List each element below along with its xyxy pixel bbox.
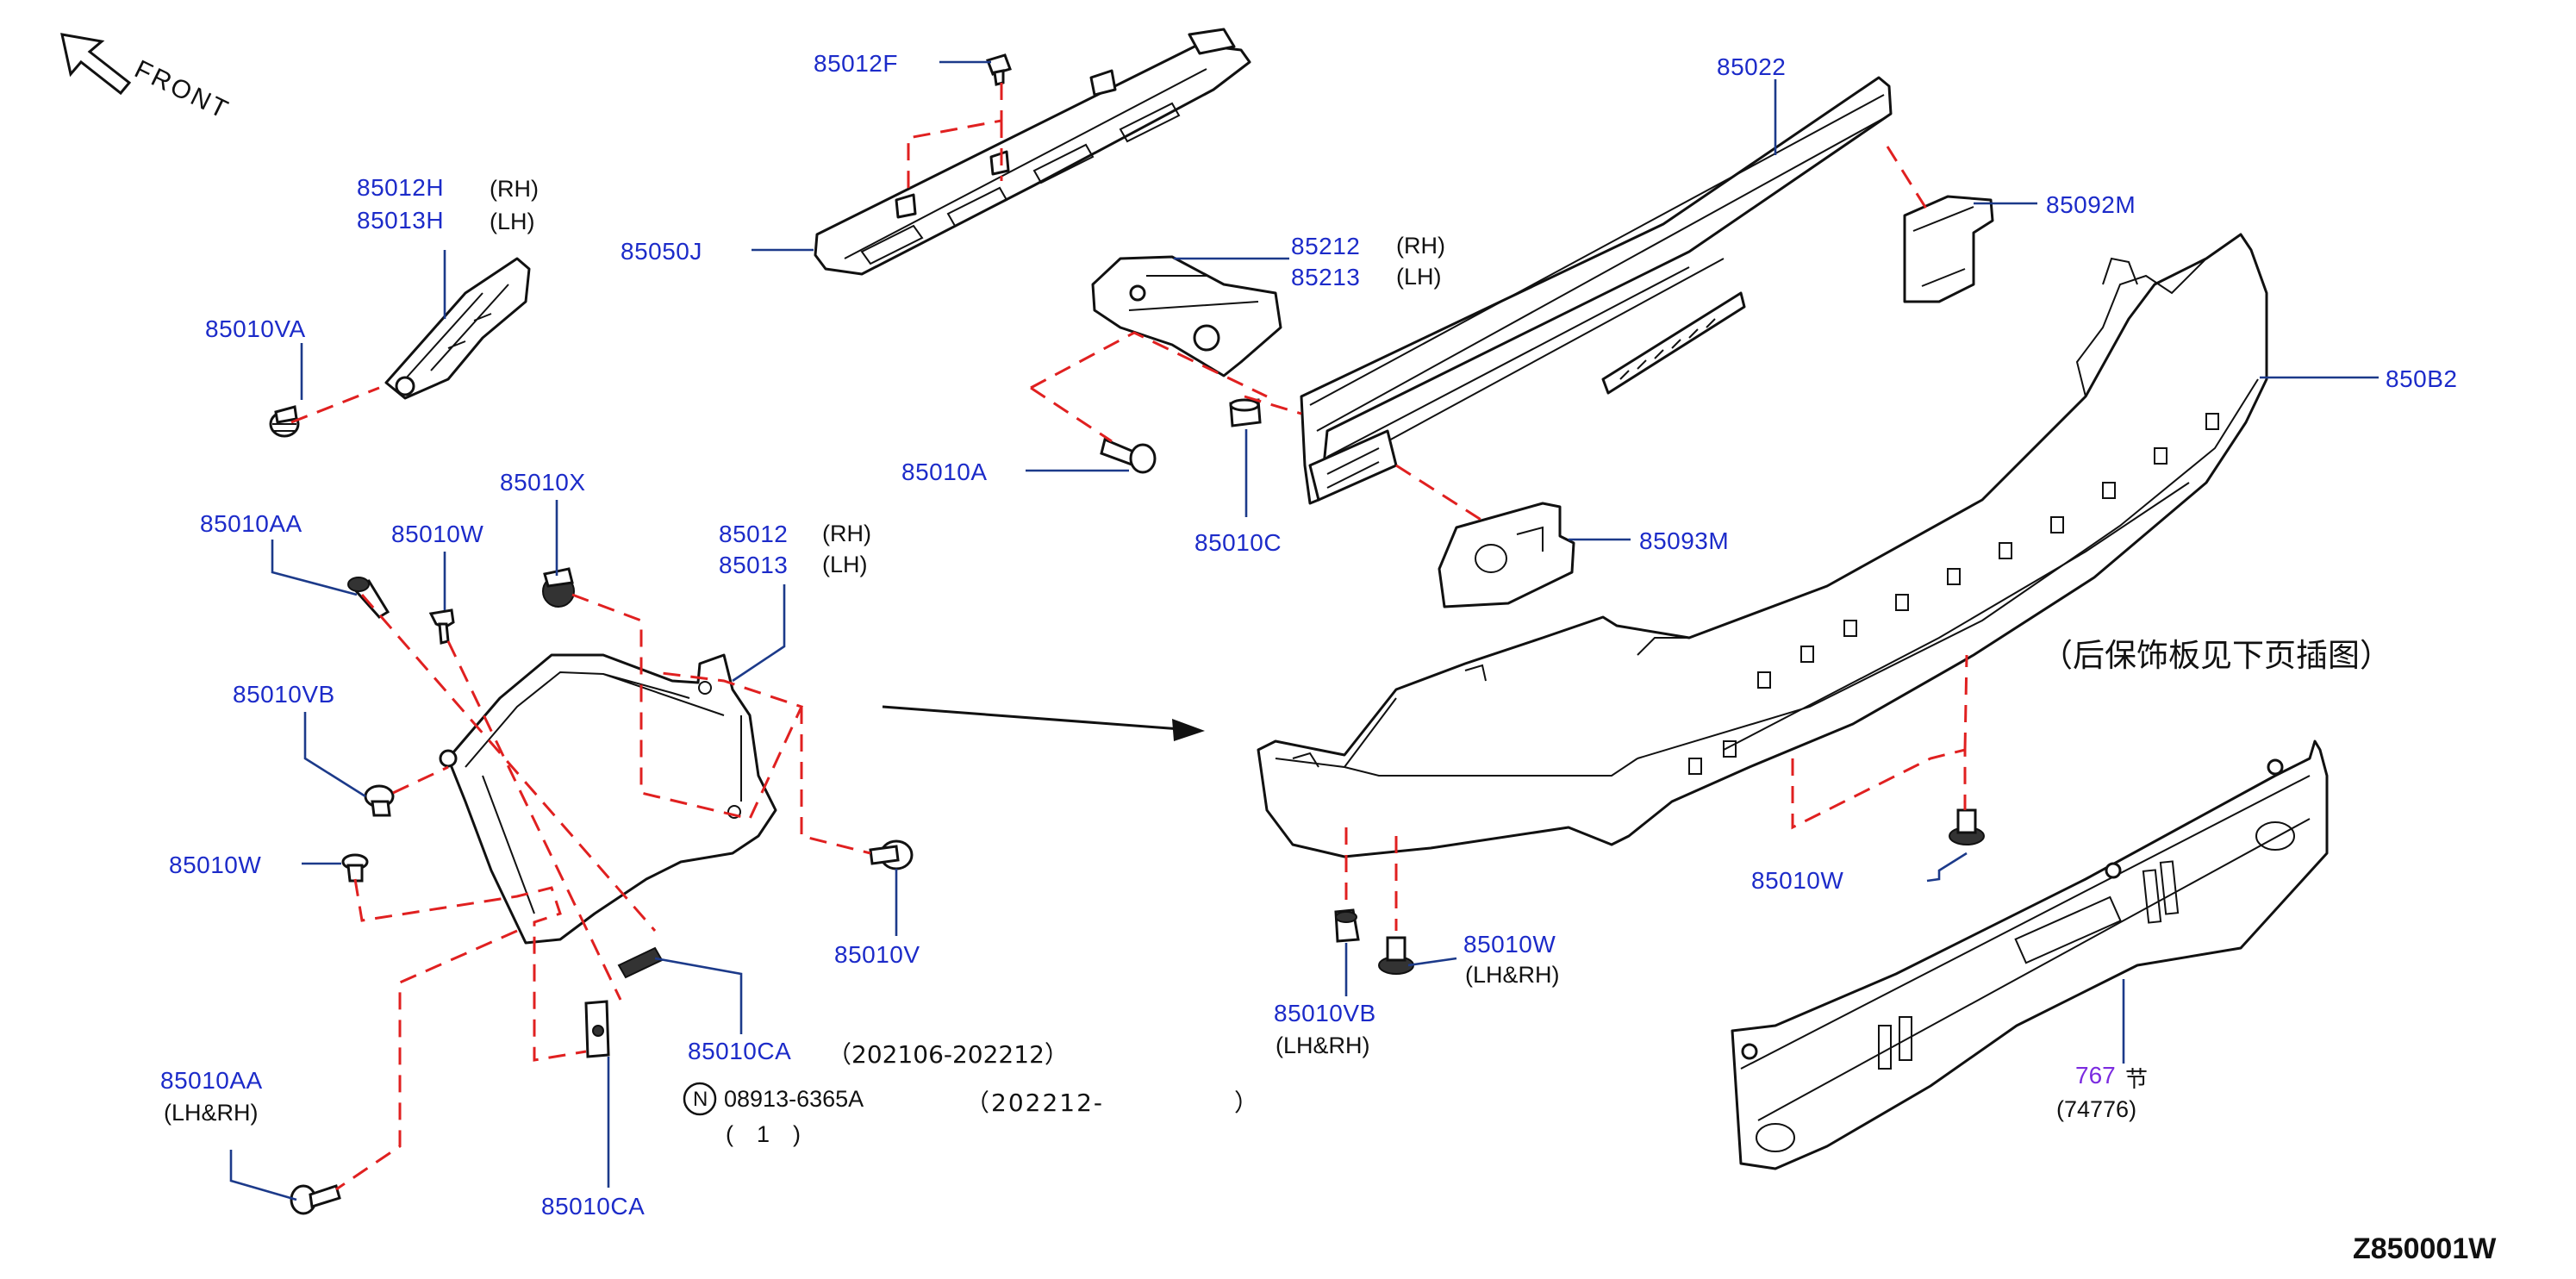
lh-note-85013: (LH): [822, 552, 868, 577]
bracket-85012h-drawing: [384, 257, 531, 400]
clip-85010vb-b-drawing: [1334, 908, 1360, 943]
clip-85012f-drawing: [986, 53, 1012, 86]
sub-ref-74776: (74776): [2056, 1096, 2137, 1122]
page-suffix: 节: [2125, 1067, 2149, 1093]
bolt-85010a-drawing: [1100, 437, 1157, 474]
date-range-1: （202106-202212）: [827, 1040, 1069, 1069]
part-label-85010w-b[interactable]: 85010W: [169, 852, 262, 878]
front-arrow-icon: [60, 33, 132, 96]
part-label-85010w-a[interactable]: 85010W: [391, 521, 484, 547]
diagram-code: Z850001W: [2353, 1232, 2497, 1265]
clip-85010x-drawing: [542, 567, 575, 608]
part-label-85013h[interactable]: 85013H: [357, 207, 445, 234]
lh-note-85213: (LH): [1396, 264, 1442, 290]
bracket-85212-drawing: [1091, 255, 1282, 377]
diffuser-767-drawing: [1731, 739, 2329, 1170]
part-label-85012[interactable]: 85012: [719, 521, 789, 547]
detail-arrow-icon: [882, 705, 1205, 741]
bumper-fascia-850b2-drawing: [1257, 233, 2268, 858]
part-label-85010aa[interactable]: 85010AA: [200, 510, 303, 537]
clip-85010v-drawing: [869, 839, 914, 870]
alt-part-qty: ( 1 ): [726, 1121, 801, 1147]
part-label-85010a[interactable]: 85010A: [901, 459, 988, 485]
part-label-85010x[interactable]: 85010X: [500, 469, 586, 496]
part-label-85213[interactable]: 85213: [1291, 264, 1361, 290]
alt-part-number: 08913-6365A: [724, 1086, 864, 1112]
reinforcement-85022-drawing: [1300, 76, 1893, 505]
note-see-next-page: （后保饰板见下页插图）: [2041, 637, 2392, 674]
part-label-85010aa-b[interactable]: 85010AA: [160, 1067, 263, 1094]
lh-rh-note-85010vb: (LH&RH): [1276, 1033, 1370, 1058]
part-label-85050j[interactable]: 85050J: [621, 238, 702, 265]
clip-85010w-d-drawing: [1949, 808, 1985, 845]
n-symbol-icon: [683, 1082, 717, 1116]
clip-85010ca-a-drawing: [617, 946, 664, 979]
part-label-85092m[interactable]: 85092M: [2046, 191, 2136, 218]
clip-85010w-a-drawing: [428, 608, 455, 645]
clip-85010ca-b-drawing: [584, 1000, 610, 1058]
part-label-85022[interactable]: 85022: [1717, 53, 1787, 80]
part-label-85093m[interactable]: 85093M: [1639, 527, 1730, 554]
nut-85010c-drawing: [1229, 398, 1262, 427]
part-label-85010ca-a[interactable]: 85010CA: [688, 1038, 792, 1064]
part-label-85212[interactable]: 85212: [1291, 233, 1361, 259]
bracket-85092m-drawing: [1903, 195, 1994, 303]
lh-rh-note-85010w: (LH&RH): [1465, 962, 1560, 988]
bracket-85050j-drawing: [814, 28, 1251, 276]
page-link-767[interactable]: 767: [2075, 1062, 2116, 1089]
part-label-85010c[interactable]: 85010C: [1194, 529, 1282, 556]
part-label-85010va[interactable]: 85010VA: [205, 315, 306, 342]
part-label-85010vb[interactable]: 85010VB: [233, 681, 335, 708]
clip-85010w-b-drawing: [341, 853, 369, 883]
part-label-85013[interactable]: 85013: [719, 552, 789, 578]
clip-85010aa-b-drawing: [290, 1184, 341, 1215]
part-label-85010vb-b[interactable]: 85010VB: [1274, 1000, 1376, 1026]
lh-rh-note-85010aa: (LH&RH): [164, 1100, 259, 1126]
lh-note-85013h: (LH): [490, 209, 535, 234]
bracket-85093m-drawing: [1438, 502, 1575, 608]
clip-85010aa-drawing: [347, 577, 390, 619]
part-label-85012f[interactable]: 85012F: [814, 50, 898, 77]
date-range-2: （202212-: [965, 1089, 1104, 1117]
leader-lines: [229, 60, 2379, 1201]
rh-note-85212: (RH): [1396, 233, 1445, 259]
part-label-85012h[interactable]: 85012H: [357, 174, 445, 201]
clip-85010vb-a-drawing: [364, 784, 395, 817]
n-symbol-letter: N: [693, 1088, 708, 1111]
bracket-85012-drawing: [439, 653, 777, 945]
part-label-85010ca-b[interactable]: 85010CA: [541, 1193, 646, 1220]
date-range-2-end: ）: [1234, 1089, 1259, 1117]
clip-85010va-drawing: [269, 405, 300, 438]
assembly-dashed-lines: [290, 83, 1968, 1191]
rh-note-85012h: (RH): [490, 176, 539, 202]
part-label-850b2[interactable]: 850B2: [2386, 365, 2458, 392]
part-label-85010v[interactable]: 85010V: [834, 941, 920, 968]
clip-85010w-c-drawing: [1378, 936, 1414, 975]
part-label-85010w-c[interactable]: 85010W: [1463, 931, 1556, 958]
part-label-85010w-d[interactable]: 85010W: [1751, 867, 1844, 894]
rh-note-85012: (RH): [822, 521, 871, 546]
